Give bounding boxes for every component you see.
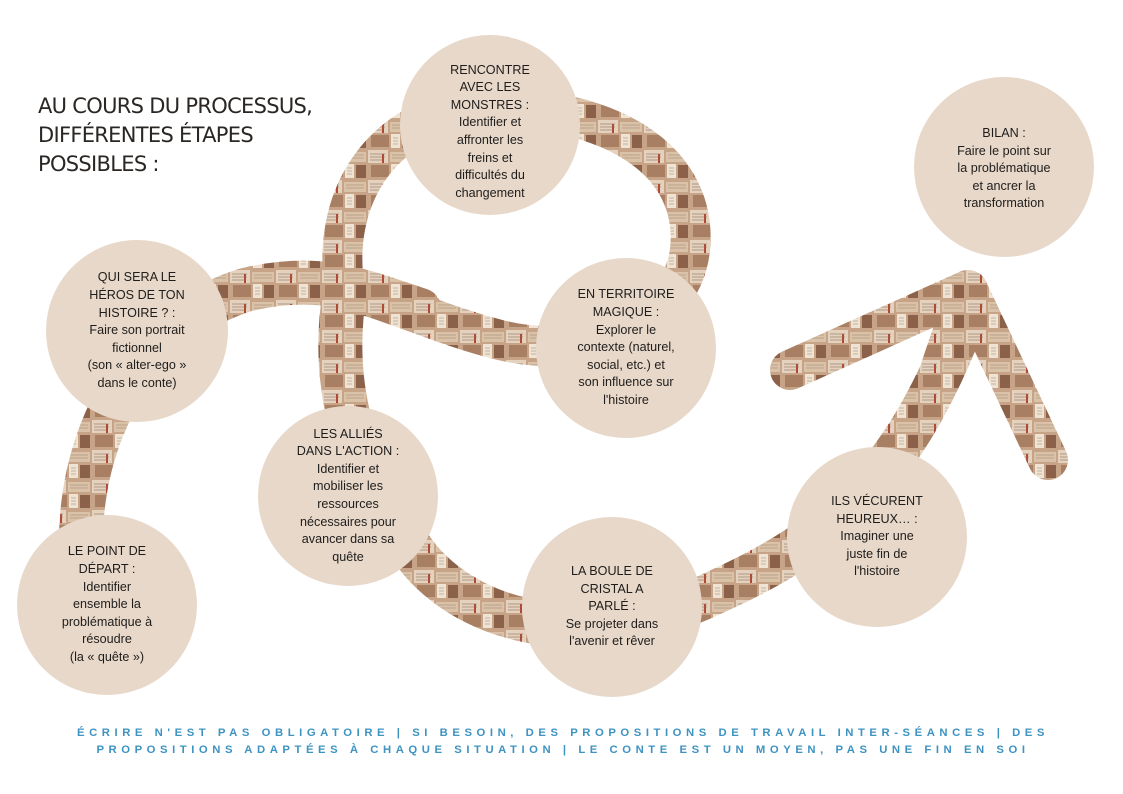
step-boule-de-cristal: LA BOULE DE CRISTAL A PARLÉ : Se projete… (522, 517, 702, 697)
step-heading: LA BOULE DE CRISTAL A PARLÉ : (571, 564, 653, 614)
footer-note-line-2: PROPOSITIONS ADAPTÉES À CHAQUE SITUATION… (96, 744, 1030, 756)
footer-note-line-1: ÉCRIRE N'EST PAS OBLIGATOIRE | SI BESOIN… (77, 727, 1049, 739)
step-heading: BILAN : (982, 126, 1026, 140)
title-line-3: POSSIBLES : (38, 152, 160, 176)
step-heureux: ILS VÉCURENT HEUREUX… : Imaginer une jus… (787, 447, 967, 627)
step-heading: ILS VÉCURENT HEUREUX… : (831, 494, 923, 526)
step-description: Identifier ensemble la problématique à r… (61, 579, 153, 664)
page-title: AU COURS DU PROCESSUS, DIFFÉRENTES ÉTAPE… (38, 92, 338, 179)
step-description: Identifier et mobiliser les ressources n… (300, 461, 396, 564)
title-line-2: DIFFÉRENTES ÉTAPES (38, 123, 254, 147)
step-description: Explorer le contexte (naturel, social, e… (577, 322, 675, 407)
step-allies: LES ALLIÉS DANS L'ACTION : Identifier et… (258, 406, 438, 586)
step-heading: RENCONTRE AVEC LES MONSTRES : (450, 62, 530, 112)
step-description: Se projeter dans l'avenir et rêver (565, 616, 659, 649)
step-description: Faire le point sur la problématique et a… (957, 143, 1051, 211)
step-description: Faire son portrait fictionnel (son « alt… (87, 323, 187, 390)
step-description: Imaginer une juste fin de l'histoire (840, 529, 914, 579)
step-monstres: RENCONTRE AVEC LES MONSTRES : Identifier… (400, 35, 580, 215)
title-line-1: AU COURS DU PROCESSUS, (38, 94, 313, 118)
step-point-de-depart: LE POINT DE DÉPART : Identifier ensemble… (17, 515, 197, 695)
step-territoire-magique: EN TERRITOIRE MAGIQUE : Explorer le cont… (536, 258, 716, 438)
step-heros: QUI SERA LE HÉROS DE TON HISTOIRE ? : Fa… (46, 240, 228, 422)
step-heading: LES ALLIÉS DANS L'ACTION : (296, 426, 400, 459)
step-description: Identifier et affronter les freins et di… (455, 115, 525, 200)
step-bilan: BILAN : Faire le point sur la problémati… (914, 77, 1094, 257)
step-heading: QUI SERA LE HÉROS DE TON HISTOIRE ? : (89, 270, 185, 320)
step-heading: LE POINT DE DÉPART : (67, 544, 147, 577)
step-heading: EN TERRITOIRE MAGIQUE : (577, 287, 675, 320)
